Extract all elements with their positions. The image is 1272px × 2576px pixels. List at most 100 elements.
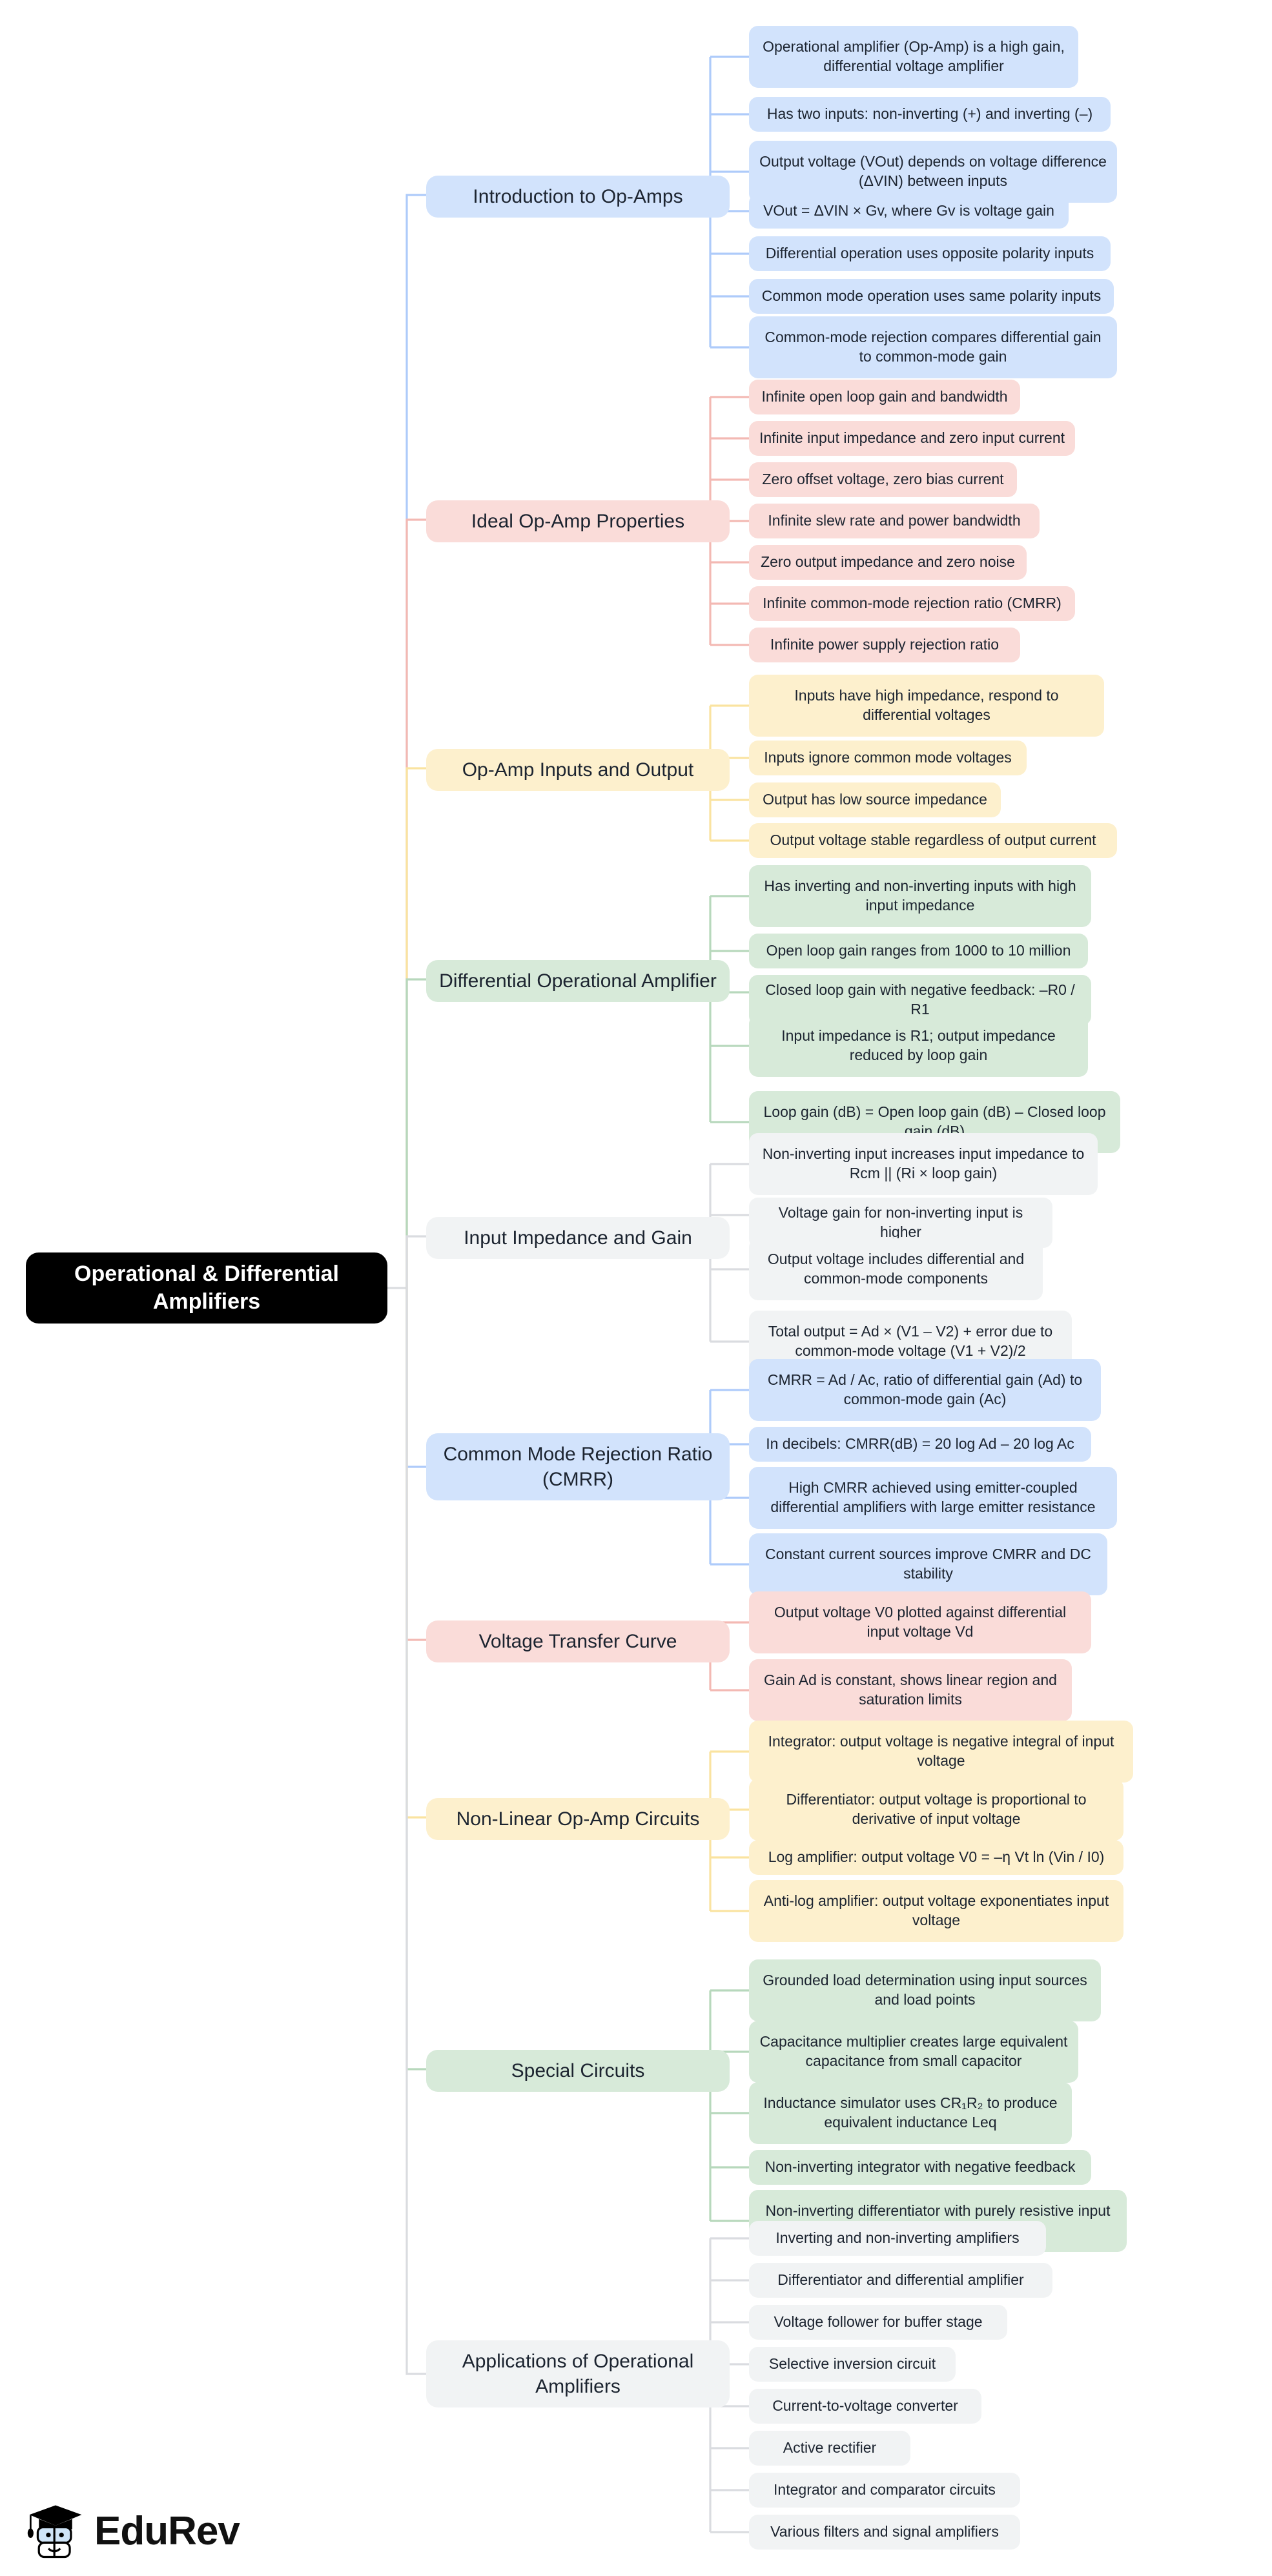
leaf-node[interactable]: Non-inverting integrator with negative f…	[749, 2150, 1091, 2185]
leaf-node-label: Inputs ignore common mode voltages	[764, 749, 1012, 766]
leaf-node-label: Integrator: output voltage is negative i…	[768, 1733, 1114, 1769]
leaf-node[interactable]: Common mode operation uses same polarity…	[749, 279, 1114, 314]
leaf-node[interactable]: Differential operation uses opposite pol…	[749, 236, 1111, 271]
leaf-node-label: Output voltage stable regardless of outp…	[770, 832, 1096, 849]
leaf-node[interactable]: Operational amplifier (Op-Amp) is a high…	[749, 26, 1078, 88]
leaf-node[interactable]: Anti-log amplifier: output voltage expon…	[749, 1880, 1123, 1942]
leaf-node[interactable]: Selective inversion circuit	[749, 2347, 956, 2382]
leaf-node[interactable]: Inputs have high impedance, respond to d…	[749, 675, 1104, 737]
leaf-node-label: Infinite power supply rejection ratio	[770, 636, 1000, 653]
leaf-node[interactable]: CMRR = Ad / Ac, ratio of differential ga…	[749, 1359, 1101, 1421]
leaf-node-label: Infinite open loop gain and bandwidth	[761, 388, 1008, 405]
leaf-node[interactable]: Output voltage includes differential and…	[749, 1238, 1043, 1300]
leaf-node[interactable]: Output voltage (VOut) depends on voltage…	[749, 141, 1117, 203]
leaf-node-label: Infinite slew rate and power bandwidth	[768, 512, 1021, 529]
leaf-node[interactable]: Output has low source impedance	[749, 782, 1001, 817]
branch-node[interactable]: Non-Linear Op-Amp Circuits	[426, 1798, 730, 1840]
edurev-logo-text: EduRev	[94, 2508, 240, 2553]
leaf-node-label: Zero output impedance and zero noise	[761, 553, 1015, 571]
leaf-node-label: Inputs have high impedance, respond to d…	[794, 687, 1059, 723]
leaf-node[interactable]: Integrator and comparator circuits	[749, 2473, 1020, 2508]
leaf-node-label: Total output = Ad × (V1 – V2) + error du…	[768, 1323, 1053, 1359]
leaf-node-label: Closed loop gain with negative feedback:…	[765, 981, 1075, 1017]
leaf-node-label: High CMRR achieved using emitter-coupled…	[770, 1479, 1096, 1515]
branch-node[interactable]: Applications of Operational Amplifiers	[426, 2340, 730, 2407]
leaf-node[interactable]: Various filters and signal amplifiers	[749, 2515, 1020, 2550]
leaf-node[interactable]: Zero output impedance and zero noise	[749, 545, 1027, 580]
leaf-node-label: In decibels: CMRR(dB) = 20 log Ad – 20 l…	[766, 1435, 1074, 1453]
leaf-node-label: Grounded load determination using input …	[763, 1972, 1087, 2008]
branch-node[interactable]: Differential Operational Amplifier	[426, 960, 730, 1002]
leaf-node-label: Log amplifier: output voltage V0 = –η Vt…	[768, 1848, 1105, 1866]
leaf-node[interactable]: Log amplifier: output voltage V0 = –η Vt…	[749, 1840, 1123, 1875]
leaf-node-label: Voltage follower for buffer stage	[774, 2313, 983, 2331]
edurev-logo: EduRev	[26, 2501, 240, 2561]
leaf-node[interactable]: Gain Ad is constant, shows linear region…	[749, 1659, 1072, 1721]
leaf-node[interactable]: Common-mode rejection compares different…	[749, 316, 1117, 378]
leaf-node[interactable]: Differentiator and differential amplifie…	[749, 2263, 1052, 2298]
leaf-node-label: Gain Ad is constant, shows linear region…	[764, 1671, 1057, 1708]
leaf-node-label: Operational amplifier (Op-Amp) is a high…	[763, 38, 1065, 74]
leaf-node[interactable]: Zero offset voltage, zero bias current	[749, 462, 1017, 497]
leaf-node[interactable]: Infinite slew rate and power bandwidth	[749, 504, 1040, 538]
leaf-node[interactable]: In decibels: CMRR(dB) = 20 log Ad – 20 l…	[749, 1427, 1091, 1462]
leaf-node-label: Output voltage V0 plotted against differ…	[774, 1604, 1067, 1640]
leaf-node-label: Infinite common-mode rejection ratio (CM…	[763, 595, 1062, 612]
leaf-node[interactable]: Has inverting and non-inverting inputs w…	[749, 865, 1091, 927]
leaf-node[interactable]: Infinite input impedance and zero input …	[749, 421, 1075, 456]
leaf-node-label: Open loop gain ranges from 1000 to 10 mi…	[766, 942, 1071, 959]
branch-node[interactable]: Introduction to Op-Amps	[426, 176, 730, 218]
leaf-node[interactable]: Infinite common-mode rejection ratio (CM…	[749, 586, 1075, 621]
leaf-node[interactable]: Inverting and non-inverting amplifiers	[749, 2221, 1046, 2256]
leaf-node[interactable]: Constant current sources improve CMRR an…	[749, 1533, 1107, 1595]
branch-node-label: Input Impedance and Gain	[464, 1227, 692, 1249]
leaf-node[interactable]: Input impedance is R1; output impedance …	[749, 1015, 1088, 1077]
leaf-node[interactable]: Capacitance multiplier creates large equ…	[749, 2021, 1078, 2083]
leaf-node-label: Non-inverting input increases input impe…	[762, 1145, 1085, 1181]
leaf-node-label: Inverting and non-inverting amplifiers	[775, 2229, 1020, 2247]
leaf-node-label: Differentiator: output voltage is propor…	[786, 1791, 1087, 1827]
leaf-node-label: Has inverting and non-inverting inputs w…	[764, 877, 1076, 914]
leaf-node-label: Input impedance is R1; output impedance …	[781, 1027, 1056, 1063]
leaf-node[interactable]: Non-inverting input increases input impe…	[749, 1133, 1098, 1195]
leaf-node-label: Output has low source impedance	[763, 791, 987, 808]
leaf-node-label: Has two inputs: non-inverting (+) and in…	[766, 105, 1093, 123]
branch-node-label: Differential Operational Amplifier	[439, 970, 717, 992]
leaf-node[interactable]: VOut = ΔVIN × Gv, where Gv is voltage ga…	[749, 194, 1069, 229]
leaf-node[interactable]: Voltage follower for buffer stage	[749, 2305, 1007, 2340]
leaf-node-label: Anti-log amplifier: output voltage expon…	[763, 1892, 1109, 1928]
leaf-node[interactable]: Output voltage V0 plotted against differ…	[749, 1591, 1091, 1653]
leaf-node-label: Common-mode rejection compares different…	[764, 329, 1102, 365]
leaf-node[interactable]: Output voltage stable regardless of outp…	[749, 823, 1117, 858]
branch-node-label: Voltage Transfer Curve	[478, 1631, 677, 1652]
leaf-node[interactable]: Inductance simulator uses CR₁R₂ to produ…	[749, 2082, 1072, 2144]
leaf-node-label: Voltage gain for non-inverting input is …	[778, 1204, 1023, 1240]
leaf-node[interactable]: Integrator: output voltage is negative i…	[749, 1721, 1133, 1783]
root-node[interactable]: Operational & Differential Amplifiers	[26, 1252, 387, 1324]
leaf-node[interactable]: Grounded load determination using input …	[749, 1959, 1101, 2021]
branch-node-label: Special Circuits	[511, 2060, 645, 2081]
branch-node[interactable]: Special Circuits	[426, 2050, 730, 2092]
branch-node-label: Op-Amp Inputs and Output	[462, 759, 694, 781]
leaf-node[interactable]: High CMRR achieved using emitter-coupled…	[749, 1467, 1117, 1529]
branch-node[interactable]: Input Impedance and Gain	[426, 1217, 730, 1259]
leaf-node-label: Capacitance multiplier creates large equ…	[759, 2033, 1068, 2069]
leaf-node[interactable]: Has two inputs: non-inverting (+) and in…	[749, 97, 1111, 132]
leaf-node[interactable]: Active rectifier	[749, 2431, 910, 2466]
leaf-node-label: Inductance simulator uses CR₁R₂ to produ…	[763, 2094, 1058, 2131]
leaf-node[interactable]: Current-to-voltage converter	[749, 2389, 981, 2424]
leaf-node[interactable]: Differentiator: output voltage is propor…	[749, 1779, 1123, 1841]
branch-node[interactable]: Voltage Transfer Curve	[426, 1620, 730, 1662]
branch-node[interactable]: Ideal Op-Amp Properties	[426, 500, 730, 542]
leaf-node[interactable]: Infinite open loop gain and bandwidth	[749, 380, 1020, 414]
leaf-node[interactable]: Infinite power supply rejection ratio	[749, 628, 1020, 662]
branch-node-label: Common Mode Rejection Ratio (CMRR)	[443, 1444, 713, 1490]
leaf-node-label: Non-inverting integrator with negative f…	[764, 2158, 1076, 2176]
branch-node[interactable]: Op-Amp Inputs and Output	[426, 749, 730, 791]
branch-node-label: Introduction to Op-Amps	[473, 186, 683, 207]
leaf-node[interactable]: Open loop gain ranges from 1000 to 10 mi…	[749, 934, 1088, 968]
branch-node[interactable]: Common Mode Rejection Ratio (CMRR)	[426, 1433, 730, 1500]
leaf-node-label: Output voltage (VOut) depends on voltage…	[759, 153, 1107, 189]
leaf-node-label: Differential operation uses opposite pol…	[765, 245, 1094, 262]
leaf-node[interactable]: Inputs ignore common mode voltages	[749, 741, 1027, 775]
